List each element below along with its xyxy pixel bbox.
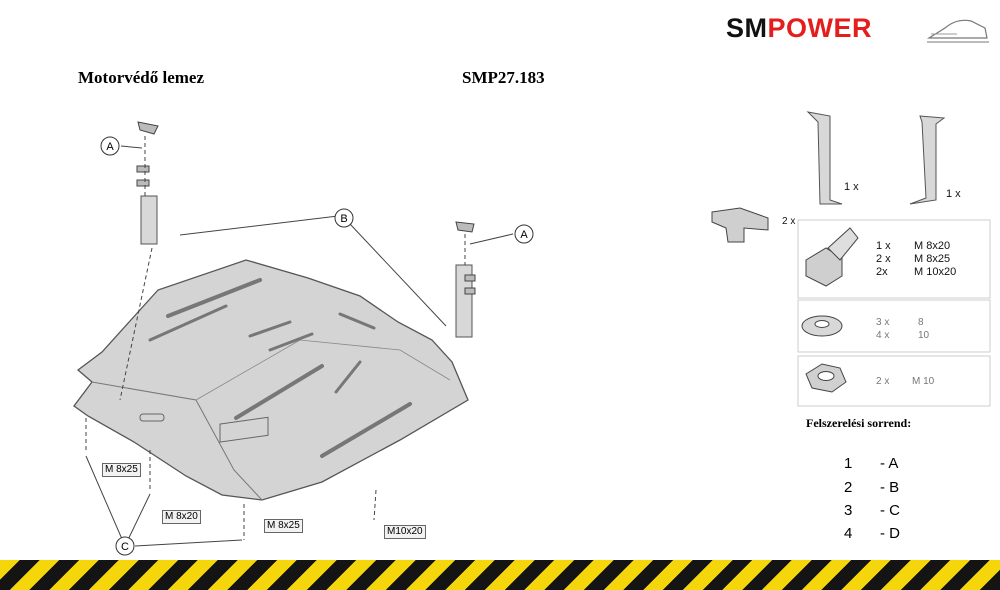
order-step: 4- D [844,525,900,542]
callout-b: B [334,208,354,228]
size-tag-m10x20: M10x20 [384,525,426,539]
bracket-2-drawing [909,115,946,205]
bracket-1-qty: 1 x [844,181,859,193]
bracket-1-drawing [806,111,843,205]
order-step: 2- B [844,479,900,496]
callout-a-right: A [514,224,534,244]
callout-c: C [115,536,135,556]
callout-a-left: A [100,136,120,156]
left-mounting-bracket [136,121,159,245]
size-tag-m8x25: M 8x25 [102,463,141,477]
brand-logo: SMPOWER [722,8,992,48]
size-tag-m8x25-2: M 8x25 [264,519,303,533]
clip-qty: 2 x [782,216,796,227]
nut-drawing [805,363,847,393]
size-tag-m8x20: M 8x20 [162,510,201,524]
washer-drawing [801,315,843,337]
part-code: SMP27.183 [462,68,545,87]
installation-order-title: Felszerelési sorrend: [806,416,912,430]
fixing-lines [85,136,466,540]
page-title: Motorvédő lemez [78,68,205,87]
bolt-drawing [805,227,859,287]
svg-text:B: B [340,213,347,225]
clip-drawing [711,207,769,243]
right-mounting-bracket [455,221,476,338]
bracket-2-qty: 1 x [946,188,961,200]
parts-frames [797,219,991,407]
order-step: 1- A [844,455,899,472]
brand-text: SMPOWER [726,13,873,43]
svg-text:A: A [520,229,528,241]
hazard-stripe-footer [0,560,1000,590]
skid-plate [73,259,469,501]
car-silhouette-icon [927,19,989,43]
order-step: 3- C [844,502,900,519]
svg-text:A: A [106,141,114,153]
callout-leaders [85,145,514,547]
assembly-diagram: A B A C [73,111,991,556]
svg-text:C: C [121,541,129,553]
